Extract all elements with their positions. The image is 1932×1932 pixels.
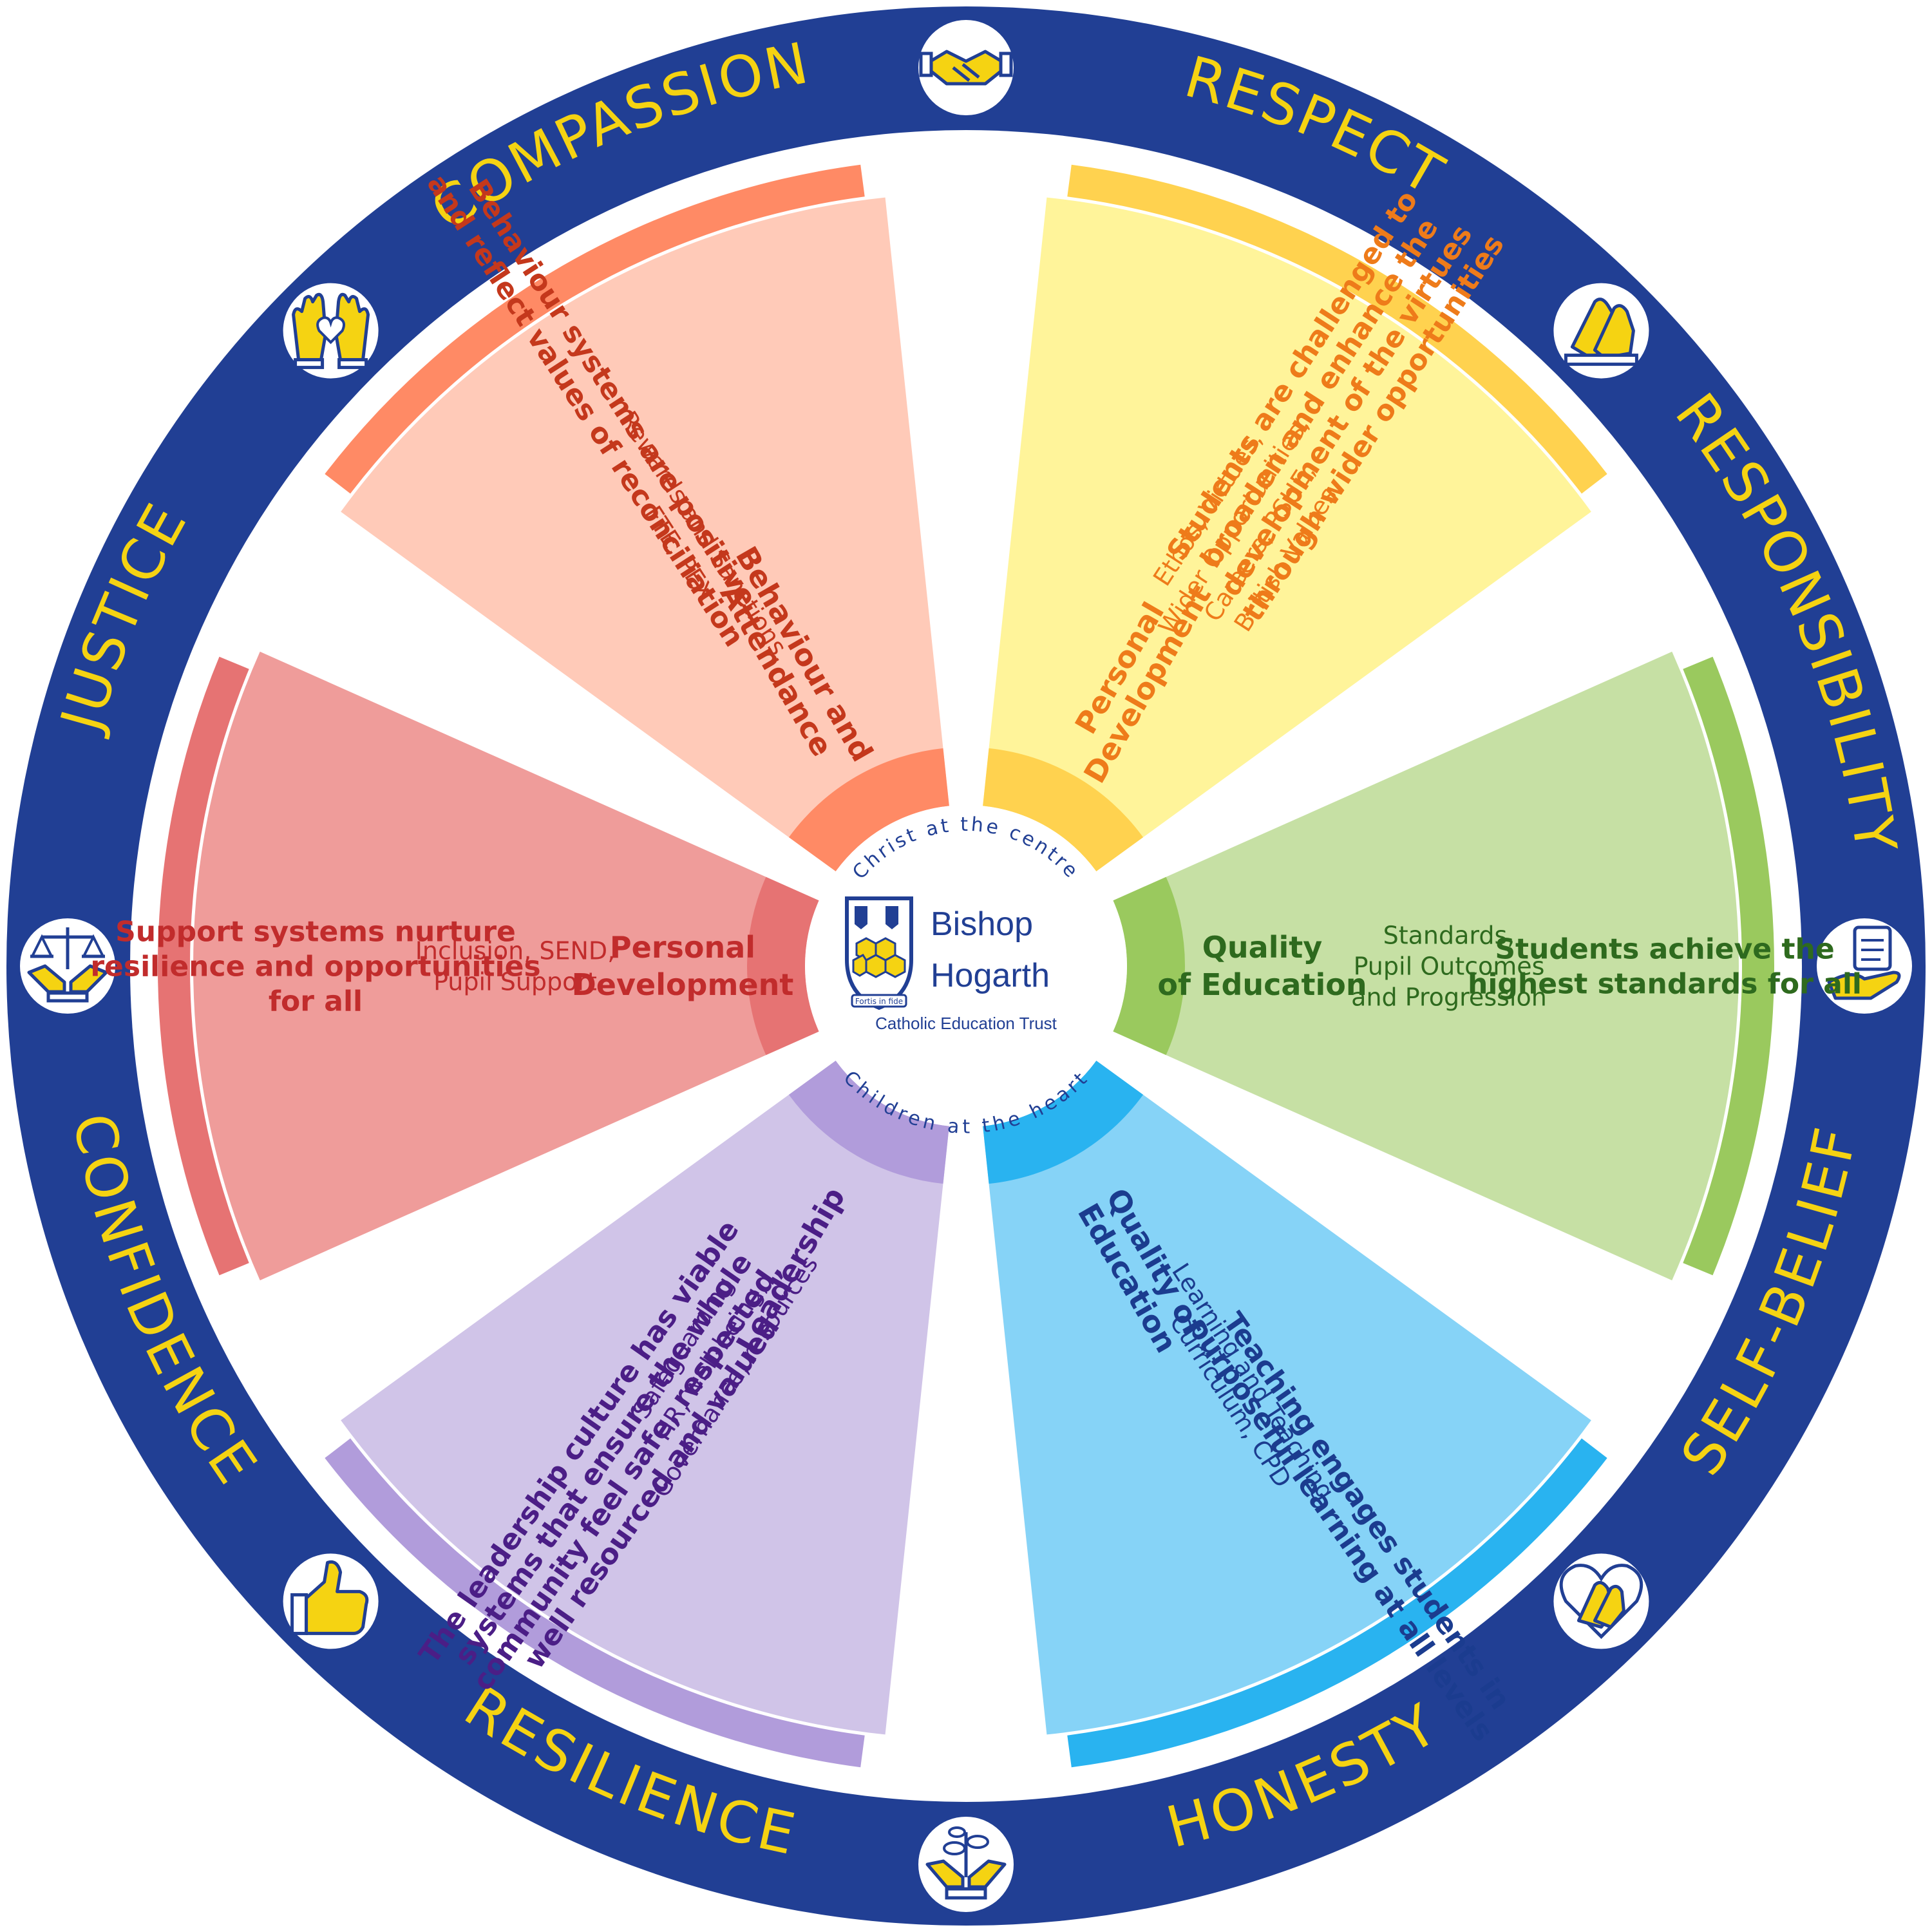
segment-outer-band xyxy=(1683,656,1774,1276)
growing-plant-hands-icon xyxy=(918,1817,1014,1912)
segment-outer-band xyxy=(1067,1438,1607,1768)
clapping-hands-icon xyxy=(1553,283,1649,379)
hands-heart-icon xyxy=(1553,1553,1649,1649)
raised-hands-heart-icon xyxy=(283,283,379,379)
segment-detail: Inclusion, SEND,Pupil Support xyxy=(415,936,616,996)
hub-name-line2: Hogarth xyxy=(931,957,1050,994)
hand-scroll-icon xyxy=(1817,918,1912,1014)
hub: Christ at the centre Children at the hea… xyxy=(805,805,1127,1139)
segment-inner-band xyxy=(747,876,819,1056)
segment-inner-band xyxy=(788,1060,949,1184)
hub-subtitle: Catholic Education Trust xyxy=(875,1014,1057,1033)
segment-inner-band xyxy=(983,748,1144,872)
segment-body xyxy=(1113,651,1739,1281)
segment-inner-band xyxy=(1113,876,1186,1056)
segment-body xyxy=(341,197,949,872)
values-ring-icons xyxy=(20,20,1912,1912)
scales-hands-icon xyxy=(20,918,115,1014)
thumbs-up-icon xyxy=(283,1553,379,1649)
hub-name-line1: Bishop xyxy=(931,905,1033,943)
segment-body xyxy=(193,651,819,1281)
segment-outer-band xyxy=(325,164,865,494)
segment-outer-band xyxy=(158,656,249,1276)
segment-body xyxy=(983,197,1591,872)
school-crest-icon: Fortis in fide xyxy=(845,896,913,1010)
segment-outer-band xyxy=(325,1438,865,1768)
segment-body xyxy=(983,1060,1591,1735)
segment-inner-band xyxy=(788,748,949,872)
handshake-icon xyxy=(918,20,1014,115)
segment-body xyxy=(341,1060,949,1735)
segment-outer-band xyxy=(1067,164,1607,494)
crest-motto: Fortis in fide xyxy=(855,997,903,1006)
segment-inner-band xyxy=(983,1060,1144,1184)
